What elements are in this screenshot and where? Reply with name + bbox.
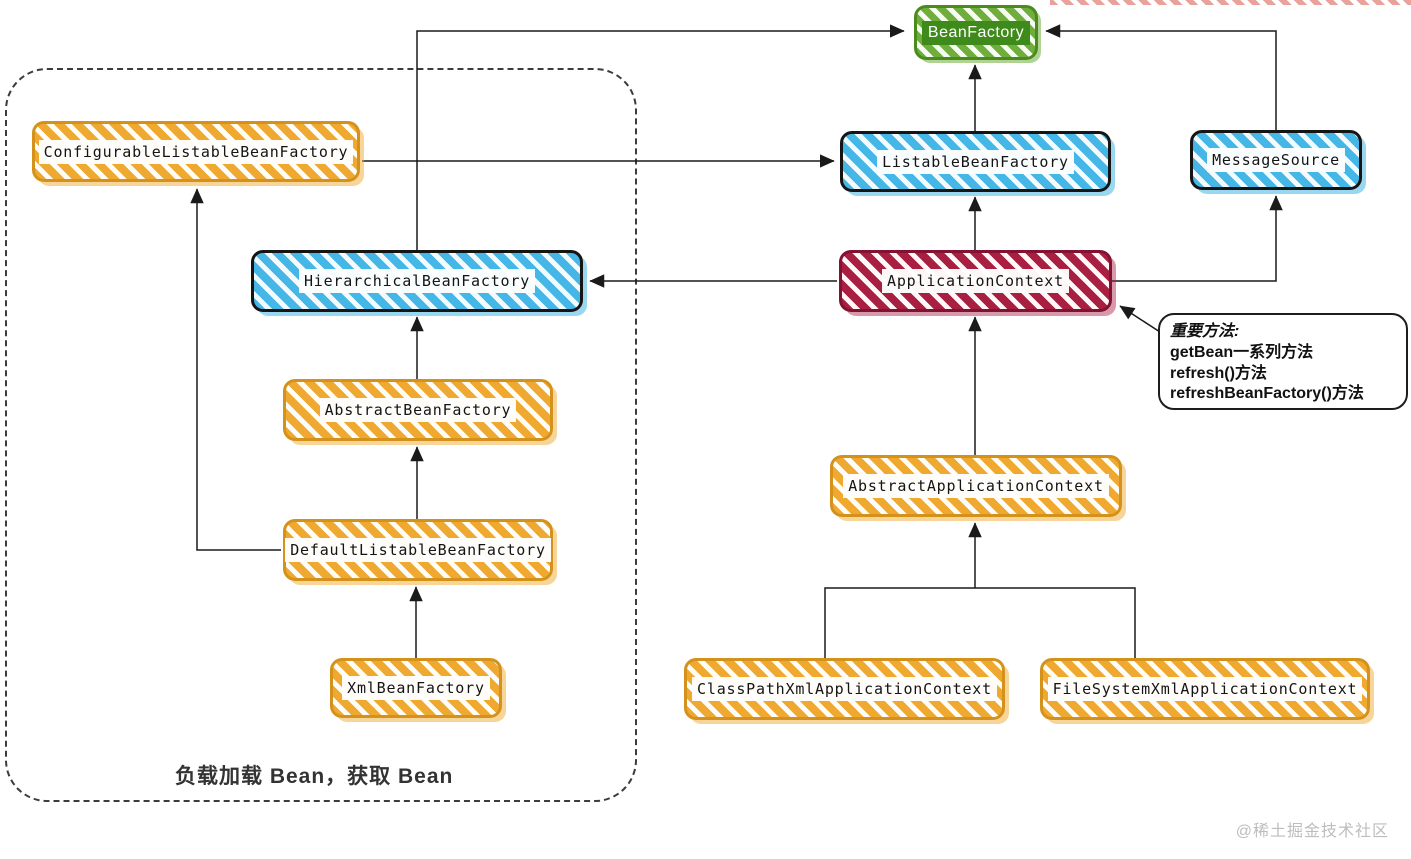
node-defaultlistablebeanfactory-label: DefaultListableBeanFactory [285,538,551,562]
note-line-refreshbeanfactory: refreshBeanFactory()方法 [1170,385,1364,403]
node-applicationcontext: ApplicationContext [839,250,1112,312]
node-configurablelistablebeanfactory-label: ConfigurableListableBeanFactory [38,139,354,164]
node-hierarchicalbeanfactory: HierarchicalBeanFactory [251,250,583,312]
node-messagesource-label: MessageSource [1207,148,1345,172]
node-xmlbeanfactory-label: XmlBeanFactory [342,676,490,700]
node-listablebeanfactory-label: ListableBeanFactory [877,149,1074,174]
bean-loading-group-label: 负载加载 Bean，获取 Bean [175,765,454,788]
node-beanfactory: BeanFactory [914,5,1038,60]
node-configurablelistablebeanfactory: ConfigurableListableBeanFactory [32,121,360,182]
node-xmlbeanfactory: XmlBeanFactory [330,658,502,718]
connector-messagesource-to-beanfactory [1045,24,1277,130]
note-line-refresh: refresh()方法 [1170,364,1267,382]
note-title: 重要方法: [1170,323,1240,340]
node-beanfactory-label: BeanFactory [921,20,1031,45]
top-edge-decoration [1050,0,1411,5]
important-methods-note: 重要方法: getBean一系列方法 refresh()方法 refreshBe… [1158,313,1408,410]
node-abstractapplicationcontext: AbstractApplicationContext [830,455,1122,517]
node-classpathxmlapplicationcontext-label: ClassPathXmlApplicationContext [692,677,997,701]
node-abstractapplicationcontext-label: AbstractApplicationContext [843,474,1109,498]
connector-applicationcontext-to-messagesource [1112,195,1283,282]
node-defaultlistablebeanfactory: DefaultListableBeanFactory [283,519,553,581]
node-abstractbeanfactory-label: AbstractBeanFactory [319,398,517,422]
bean-loading-group-outline [5,68,637,802]
watermark: @稀土掘金技术社区 [1235,823,1389,840]
connector-context-children-bus [824,587,1136,658]
connector-note-pointer [1119,305,1161,333]
node-listablebeanfactory: ListableBeanFactory [840,131,1111,192]
node-filesystemxmlapplicationcontext-label: FileSystemXmlApplicationContext [1047,677,1363,701]
node-classpathxmlapplicationcontext: ClassPathXmlApplicationContext [684,658,1005,720]
node-applicationcontext-label: ApplicationContext [882,269,1069,293]
node-abstractbeanfactory: AbstractBeanFactory [283,379,553,441]
node-messagesource: MessageSource [1190,130,1362,190]
node-filesystemxmlapplicationcontext: FileSystemXmlApplicationContext [1040,658,1370,720]
node-hierarchicalbeanfactory-label: HierarchicalBeanFactory [298,269,536,293]
note-line-getbean: getBean一系列方法 [1170,343,1314,361]
